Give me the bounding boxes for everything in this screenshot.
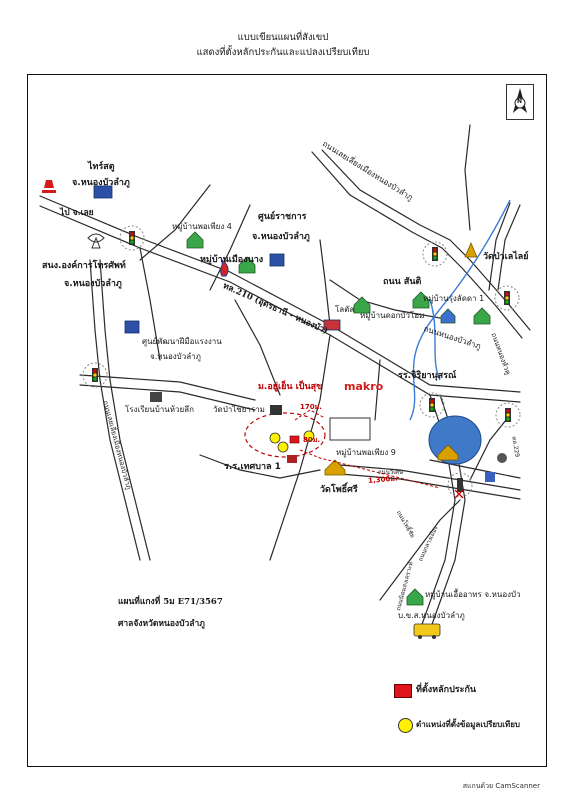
village-icons bbox=[186, 231, 491, 606]
north-label: N bbox=[517, 98, 523, 105]
label-tot-province: จ.หนองบัวลำภู bbox=[64, 279, 122, 289]
makro-logo: makro bbox=[344, 380, 384, 393]
legend-collateral-swatch bbox=[394, 684, 412, 698]
comparison-marker-1 bbox=[269, 432, 281, 444]
legend-collateral-label: ที่ตั้งหลักประกัน bbox=[416, 685, 477, 695]
label-school-huai-lik: โรงเรียนบ้านห้วยลึก bbox=[125, 405, 194, 414]
label-lotus: โลตัส bbox=[335, 305, 355, 314]
satellite-dish-icon bbox=[87, 233, 105, 249]
label-village-uea-arthon: หมู่บ้านเอื้ออาทร จ.หนองบัว bbox=[425, 590, 521, 599]
label-road-santi: ถนน สันติ bbox=[383, 277, 422, 287]
scanner-footer: สแกนด้วย CamScanner bbox=[462, 782, 540, 790]
west-bypass bbox=[89, 259, 141, 561]
label-village-rung-dara: หมู่บ้านรุ่งลัดดา 1 bbox=[423, 294, 485, 303]
label-thai-hondo-province: จ.หนองบัวลำภู bbox=[72, 178, 130, 188]
label-skill-center-province: จ.หนองบัวลำภู bbox=[150, 352, 201, 361]
label-thai-hondo: ไทร์สตู bbox=[88, 162, 115, 172]
highway-210 bbox=[39, 195, 521, 393]
label-road-ban-khu: ถนนวิเศษ bbox=[378, 469, 404, 476]
label-wat-pa: วัดป่าเลไลย์ bbox=[483, 252, 529, 262]
comparison-marker-2 bbox=[277, 441, 289, 453]
map-frame bbox=[27, 74, 547, 767]
legend-comparison-label: ตำแหน่งที่ตั้งข้อมูลเปรียบเทียบ bbox=[416, 720, 520, 729]
label-bkk-nong-bua: บ.ข.ส.หนองบัวลำภู bbox=[398, 611, 465, 620]
label-skill-center: ศูนย์พัฒนาฝีมือแรงงาน bbox=[142, 337, 222, 346]
map-subtitle: แสดงที่ตั้งหลักประกันและแปลงเปรียบเทียบ bbox=[196, 47, 370, 58]
map-title: แบบเขียนแผนที่สังเขป bbox=[237, 32, 329, 43]
label-to-loei: ไป จ.เลย bbox=[60, 208, 94, 218]
label-wat-pho-si: วัดโพธิ์ศรี bbox=[320, 485, 358, 495]
label-wat-pa-chaiya: วัดป่าไชยาราม bbox=[213, 405, 265, 414]
flame-icon bbox=[220, 258, 229, 277]
collateral-radius bbox=[244, 412, 326, 458]
label-school-thetsaban1: ร.ร.เทศบาล 1 bbox=[224, 462, 281, 472]
label-map-sheet: แผนที่แกงที่ 5ม E71/3567 bbox=[118, 597, 223, 607]
label-village-pho-phiang9: หมู่บ้านพอเพียง 9 bbox=[336, 448, 396, 457]
north-arrow-icon: N bbox=[506, 84, 534, 120]
legend-comparison-swatch bbox=[398, 718, 413, 733]
label-govt-center: ศูนย์ราชการ bbox=[258, 212, 307, 222]
label-govt-center-province: จ.หนองบัวลำภู bbox=[252, 232, 310, 242]
label-village-dok-bua: หมู่บ้านดอกบัวโฮม bbox=[360, 311, 425, 320]
bus-icon bbox=[413, 623, 441, 637]
label-school-chiya: รร.จิริยานุสรณ์ bbox=[398, 371, 457, 381]
bypass-road bbox=[321, 149, 451, 241]
label-village-pho-phiang4: หมู่บ้านพอเพียง 4 bbox=[172, 222, 232, 231]
label-tot: สนง.องค์การโทรศัพท์ bbox=[42, 261, 126, 271]
label-dist-170: 170ม. bbox=[300, 403, 322, 411]
label-project-name: ม.อยู่เย็น เป็นสุข bbox=[258, 382, 323, 392]
label-court: ศาลจังหวัดหนองบัวลำภู bbox=[118, 619, 205, 629]
honda-logo-icon bbox=[42, 180, 56, 193]
traffic-light-icons bbox=[92, 231, 511, 492]
building-icons bbox=[93, 185, 341, 334]
comparison-marker-3 bbox=[303, 430, 315, 442]
temple-icons bbox=[324, 241, 478, 476]
label-dist-80: 80ม. bbox=[303, 436, 321, 444]
river bbox=[409, 199, 511, 421]
label-village-mueang-nang: หมู่บ้านเมืองนาง bbox=[200, 255, 264, 265]
collateral-marker bbox=[289, 435, 300, 444]
